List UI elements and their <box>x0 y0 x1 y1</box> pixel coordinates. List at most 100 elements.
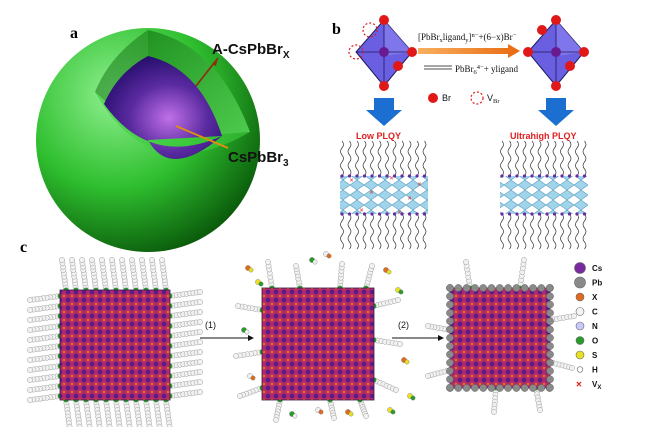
ligand-head <box>422 212 427 216</box>
pb-atom <box>546 350 554 359</box>
detached-molecule <box>398 289 404 295</box>
ligand-chain <box>377 140 382 177</box>
br-atom <box>537 25 547 35</box>
ligand-chain <box>537 140 542 177</box>
pb-atom <box>487 384 496 392</box>
carbon-bead <box>129 257 135 263</box>
octahedron-right <box>523 15 589 91</box>
ligand-chain <box>340 140 344 177</box>
legend-pb-symbol <box>574 276 586 289</box>
pb-atom <box>520 384 529 392</box>
br-atom <box>407 47 417 57</box>
detached-molecule <box>386 269 392 275</box>
pb-atom <box>546 292 554 301</box>
ligand-head <box>385 212 389 216</box>
carbon-bead <box>197 309 203 315</box>
low-plqy-label: Low PLQY <box>356 131 401 141</box>
ligand-chain <box>400 213 404 250</box>
ligand-chain <box>582 213 587 250</box>
pb-atom <box>495 384 504 392</box>
pb-atom <box>446 333 454 342</box>
carbon-bead <box>99 257 105 263</box>
ligand-head <box>392 174 397 178</box>
ligand-head <box>340 174 344 178</box>
ligand-chain <box>385 213 389 250</box>
ligand-head <box>522 212 527 216</box>
step-1-label: (1) <box>205 320 216 330</box>
pb-atom <box>446 292 454 301</box>
ligand-head <box>575 174 579 178</box>
ligand-head <box>500 174 504 178</box>
ligand-head <box>530 212 534 216</box>
ligand-chain <box>340 213 344 250</box>
ligand-chain <box>362 213 367 250</box>
ligand-chain <box>422 140 427 177</box>
nanosheet-high-plqy <box>500 140 588 250</box>
vacancy-mark: × <box>418 182 422 189</box>
ligand-chain <box>552 140 557 177</box>
pb-atom <box>446 350 454 359</box>
ligand-chain <box>355 213 359 250</box>
pb-atom <box>462 284 471 292</box>
reaction-arrow <box>418 44 520 58</box>
carbon-bead <box>425 373 431 379</box>
ligand-head <box>377 174 382 178</box>
br-atom <box>523 47 533 57</box>
carbon-bead <box>273 417 279 423</box>
pb-atom <box>529 284 537 292</box>
carbon-bead <box>197 319 203 325</box>
detached-molecule <box>348 411 354 417</box>
carbon-bead <box>395 297 401 303</box>
legend-label: O <box>592 337 598 346</box>
ligand-head <box>362 174 367 178</box>
carbon-bead <box>197 349 203 355</box>
pb-atom <box>471 284 479 292</box>
pb-atom <box>446 300 454 309</box>
pb-atom <box>471 384 479 392</box>
carbon-bead <box>119 257 125 263</box>
ligand-chain <box>515 140 519 177</box>
carbon-bead <box>139 257 145 263</box>
ligand-head <box>537 174 542 178</box>
ligand-head <box>515 174 519 178</box>
carbon-bead <box>27 297 33 303</box>
step-2-arrowhead <box>438 335 444 341</box>
ligand-head <box>545 174 549 178</box>
ligand-chain <box>400 140 404 177</box>
ligand-chain <box>522 140 527 177</box>
shell-leader-arrow <box>212 58 218 66</box>
detached-molecule <box>410 395 416 401</box>
ligand-head <box>355 174 359 178</box>
ligand-head <box>500 212 504 216</box>
pb-atom <box>546 342 554 350</box>
pb-atom <box>495 284 504 292</box>
ligand-head <box>560 212 564 216</box>
pb-atom <box>446 367 454 375</box>
carbon-bead <box>159 257 165 263</box>
carbon-bead <box>293 263 299 269</box>
ligand-head <box>400 212 404 216</box>
pb-atom <box>454 284 463 292</box>
pb-atom <box>446 284 454 292</box>
ligand-head <box>370 212 374 216</box>
carbon-bead <box>69 257 75 263</box>
shell-cutaway-bottom <box>95 92 250 154</box>
ligand-chain <box>370 140 374 177</box>
carbon-bead <box>27 367 33 373</box>
br-atom <box>551 15 561 25</box>
pb-atom <box>487 284 496 292</box>
pb-atom <box>512 284 521 292</box>
vacancy-mark: × <box>370 190 374 197</box>
carbon-bead <box>27 387 33 393</box>
carbon-bead <box>197 379 203 385</box>
ligand-head <box>515 212 519 216</box>
carbon-bead <box>197 369 203 375</box>
detached-molecule <box>318 409 324 415</box>
ligand-chain <box>575 140 579 177</box>
carbon-bead <box>233 353 239 359</box>
br-atom <box>565 61 575 71</box>
carbon-bead <box>149 257 155 263</box>
detached-molecule <box>258 281 264 287</box>
ligand-head <box>385 174 389 178</box>
